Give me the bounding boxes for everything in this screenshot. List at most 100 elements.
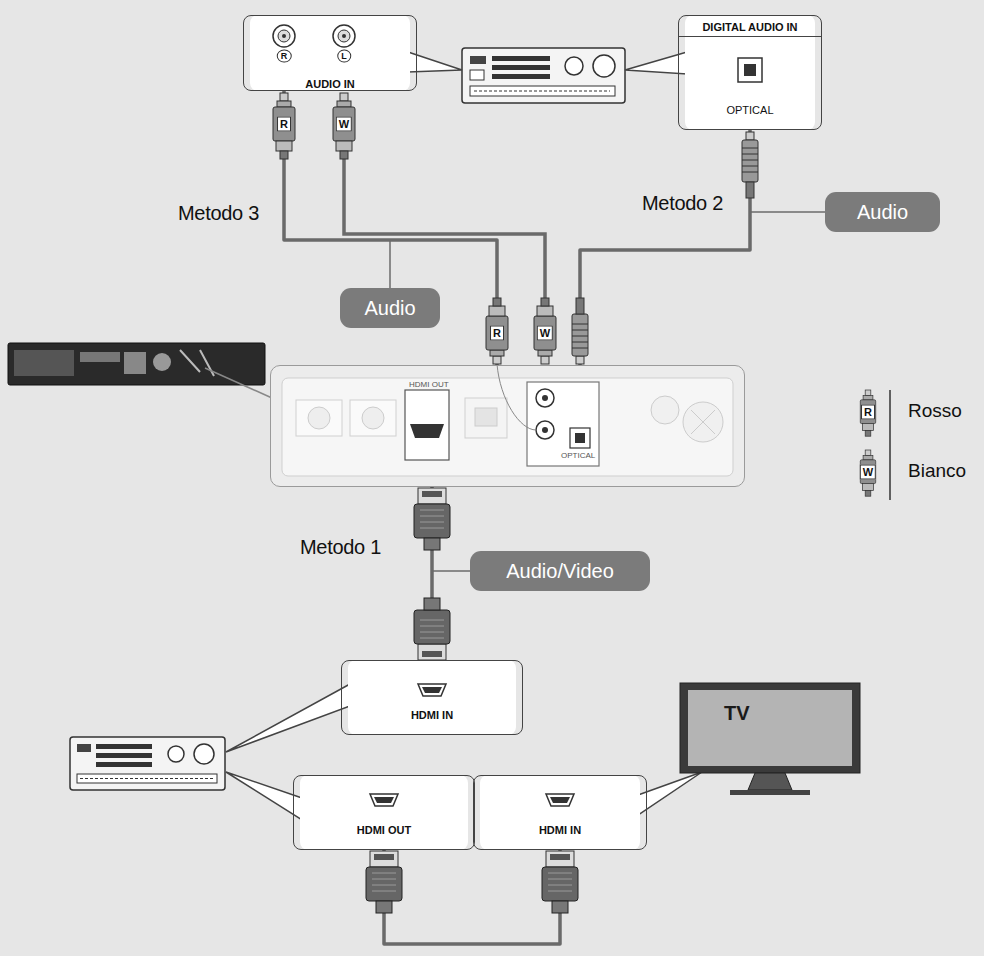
receiver-bottom bbox=[80, 778, 214, 779]
rear-panel bbox=[527, 382, 599, 466]
method-label: Metodo 2 bbox=[642, 192, 723, 215]
rear-panel bbox=[497, 364, 536, 430]
player-illustration bbox=[14, 350, 74, 376]
callout-bubble bbox=[226, 660, 516, 752]
receiver-top bbox=[492, 56, 550, 61]
signal-tag: Audio bbox=[825, 192, 940, 232]
rca-plug bbox=[273, 93, 295, 159]
receiver-top bbox=[492, 74, 550, 79]
callout-bubble bbox=[273, 25, 295, 47]
receiver-bottom bbox=[77, 744, 91, 752]
receiver-top bbox=[470, 70, 484, 80]
player-illustration bbox=[153, 353, 171, 371]
player-illustration bbox=[124, 352, 146, 374]
wire bbox=[389, 240, 391, 288]
legend-text: Bianco bbox=[908, 460, 966, 482]
receiver-bottom bbox=[70, 737, 225, 790]
hdmi-plug bbox=[414, 488, 450, 550]
receiver-top bbox=[593, 55, 615, 77]
callout-bubble bbox=[738, 58, 762, 82]
wire bbox=[344, 159, 545, 300]
rear-panel bbox=[536, 389, 554, 407]
cable bbox=[580, 130, 750, 365]
node-text: DIGITAL AUDIO IN bbox=[679, 21, 821, 37]
rear-panel bbox=[691, 410, 715, 434]
tv-illustration bbox=[730, 790, 810, 795]
hdmi-plug bbox=[366, 851, 402, 913]
callout-bubble bbox=[300, 775, 468, 850]
rear-panel bbox=[542, 395, 548, 401]
callout-bubble bbox=[418, 684, 446, 696]
player-illustration bbox=[80, 352, 120, 362]
receiver-bottom bbox=[70, 737, 225, 790]
callout-bubble bbox=[226, 684, 350, 752]
rear-panel bbox=[542, 427, 548, 433]
receiver-bottom bbox=[96, 753, 152, 758]
rear-panel bbox=[362, 407, 384, 429]
callout-bubble: HDMI OUT bbox=[293, 775, 475, 850]
wire bbox=[432, 570, 470, 572]
callout-bubble: DIGITAL AUDIO IN OPTICAL bbox=[678, 15, 822, 130]
tv-screen: TV bbox=[688, 690, 852, 766]
callout-bubble bbox=[342, 34, 346, 38]
receiver-bottom bbox=[194, 744, 214, 764]
rear-panel bbox=[651, 396, 679, 424]
callout-bubble bbox=[278, 30, 290, 42]
rear-panel bbox=[282, 378, 733, 476]
receiver-top bbox=[492, 65, 550, 70]
legend-divider bbox=[889, 390, 891, 500]
player-illustration bbox=[180, 350, 214, 376]
callout-bubble bbox=[480, 775, 640, 850]
plug-letter: R bbox=[861, 405, 875, 420]
plug-letter: W bbox=[336, 117, 352, 132]
rear-panel bbox=[410, 424, 444, 438]
receiver-top bbox=[462, 48, 625, 103]
receiver-top bbox=[565, 57, 583, 75]
rear-panel bbox=[575, 433, 585, 443]
cable bbox=[284, 91, 497, 365]
receiver-bottom bbox=[168, 746, 184, 762]
callout-bubble bbox=[226, 772, 468, 850]
receiver-top bbox=[462, 48, 625, 103]
node-text: HDMI IN bbox=[474, 824, 646, 836]
port-letter: L bbox=[337, 50, 351, 63]
callout-bubble bbox=[370, 794, 398, 806]
legend-plug bbox=[860, 450, 875, 496]
optical-plug bbox=[572, 298, 588, 364]
node-text: OPTICAL bbox=[679, 104, 821, 116]
receiver-bottom bbox=[77, 774, 217, 783]
plug-letter: R bbox=[277, 117, 291, 132]
receiver-top bbox=[470, 86, 615, 96]
node-text: HDMI OUT bbox=[294, 824, 474, 836]
receiver-top bbox=[470, 56, 486, 64]
node-text: AUDIO IN bbox=[244, 78, 416, 90]
tv-illustration bbox=[748, 773, 792, 790]
callout-bubble bbox=[348, 660, 516, 735]
rear-panel bbox=[465, 398, 507, 438]
callout-bubble bbox=[422, 687, 442, 693]
rear-panel bbox=[475, 408, 497, 426]
player-illustration bbox=[8, 343, 265, 385]
hdmi-plug bbox=[542, 851, 578, 913]
legend-text: Rosso bbox=[908, 400, 962, 422]
plug-letter: W bbox=[860, 465, 876, 480]
hdmi-plug bbox=[414, 598, 450, 660]
rca-plug bbox=[333, 93, 355, 159]
tv-illustration bbox=[680, 683, 860, 795]
callout-bubble bbox=[226, 772, 302, 820]
tag-text: Audio bbox=[364, 297, 415, 320]
rear-panel bbox=[536, 421, 554, 439]
callout-bubble bbox=[744, 64, 756, 76]
callout-bubble bbox=[338, 30, 350, 42]
signal-tag: Audio/Video bbox=[470, 551, 650, 591]
rca-plug bbox=[486, 298, 508, 364]
rca-plug bbox=[534, 298, 556, 364]
legend-plug bbox=[860, 390, 875, 436]
rear-panel bbox=[296, 400, 342, 436]
rear-panel bbox=[683, 402, 723, 442]
tag-text: Audio/Video bbox=[506, 560, 614, 583]
rear-panel bbox=[570, 428, 590, 448]
